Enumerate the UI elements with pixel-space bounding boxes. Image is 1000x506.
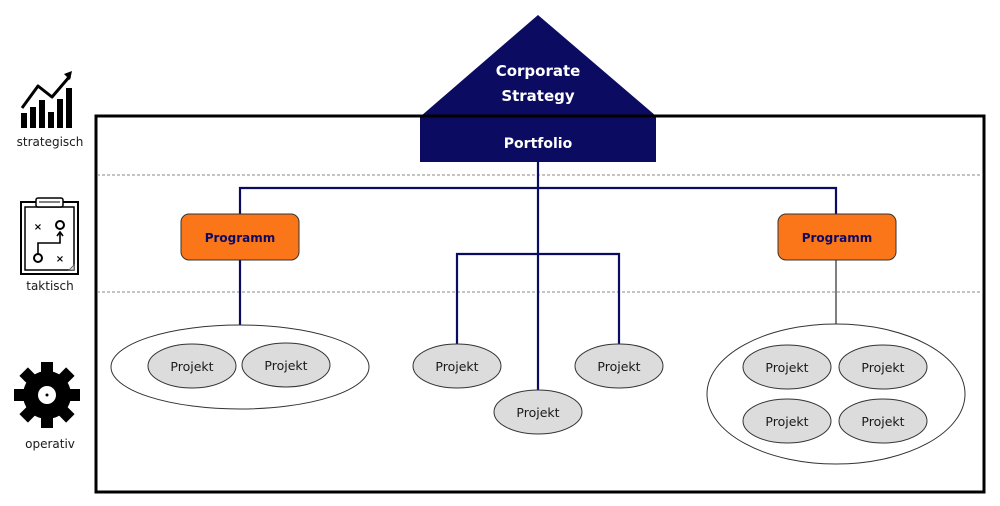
corporate-strategy-line1: Corporate bbox=[496, 62, 581, 80]
project-label: Projekt bbox=[765, 360, 808, 375]
program-label: Programm bbox=[205, 231, 276, 245]
gear-icon bbox=[14, 362, 80, 428]
project-node bbox=[147, 343, 237, 389]
svg-text:×: × bbox=[56, 254, 64, 265]
project-label: Projekt bbox=[264, 358, 307, 373]
project-node bbox=[742, 344, 832, 390]
project-label: Projekt bbox=[861, 360, 904, 375]
project-node bbox=[742, 398, 832, 444]
corporate-strategy-roof bbox=[421, 15, 656, 116]
project-label: Projekt bbox=[516, 405, 559, 420]
project-node bbox=[412, 343, 502, 389]
chart-growth-icon bbox=[20, 71, 72, 128]
program-right-project-group bbox=[706, 323, 966, 465]
project-node bbox=[838, 344, 928, 390]
project-label: Projekt bbox=[861, 414, 904, 429]
level-label-operative: operativ bbox=[25, 437, 75, 451]
project-node bbox=[574, 343, 664, 389]
connectors bbox=[238, 162, 838, 392]
level-label-tactical: taktisch bbox=[26, 279, 74, 293]
project-label: Projekt bbox=[765, 414, 808, 429]
portfolio-label: Portfolio bbox=[504, 136, 573, 152]
program-right: Programm bbox=[777, 213, 897, 261]
corporate-strategy-line2: Strategy bbox=[501, 87, 575, 105]
program-box bbox=[777, 213, 897, 261]
project-node bbox=[838, 398, 928, 444]
portfolio-box bbox=[420, 116, 656, 162]
project-node bbox=[493, 389, 583, 435]
svg-text:×: × bbox=[34, 222, 42, 233]
project-label: Projekt bbox=[435, 359, 478, 374]
project-label: Projekt bbox=[170, 359, 213, 374]
program-label: Programm bbox=[802, 231, 873, 245]
project-node bbox=[241, 342, 331, 388]
program-left: Programm bbox=[180, 213, 300, 261]
program-box bbox=[180, 213, 300, 261]
project-label: Projekt bbox=[597, 359, 640, 374]
connector-programs bbox=[238, 186, 838, 214]
clipboard-tactics-icon: × × bbox=[20, 197, 79, 275]
level-label-strategic: strategisch bbox=[17, 135, 84, 149]
connector-standalone-projects bbox=[455, 252, 621, 345]
